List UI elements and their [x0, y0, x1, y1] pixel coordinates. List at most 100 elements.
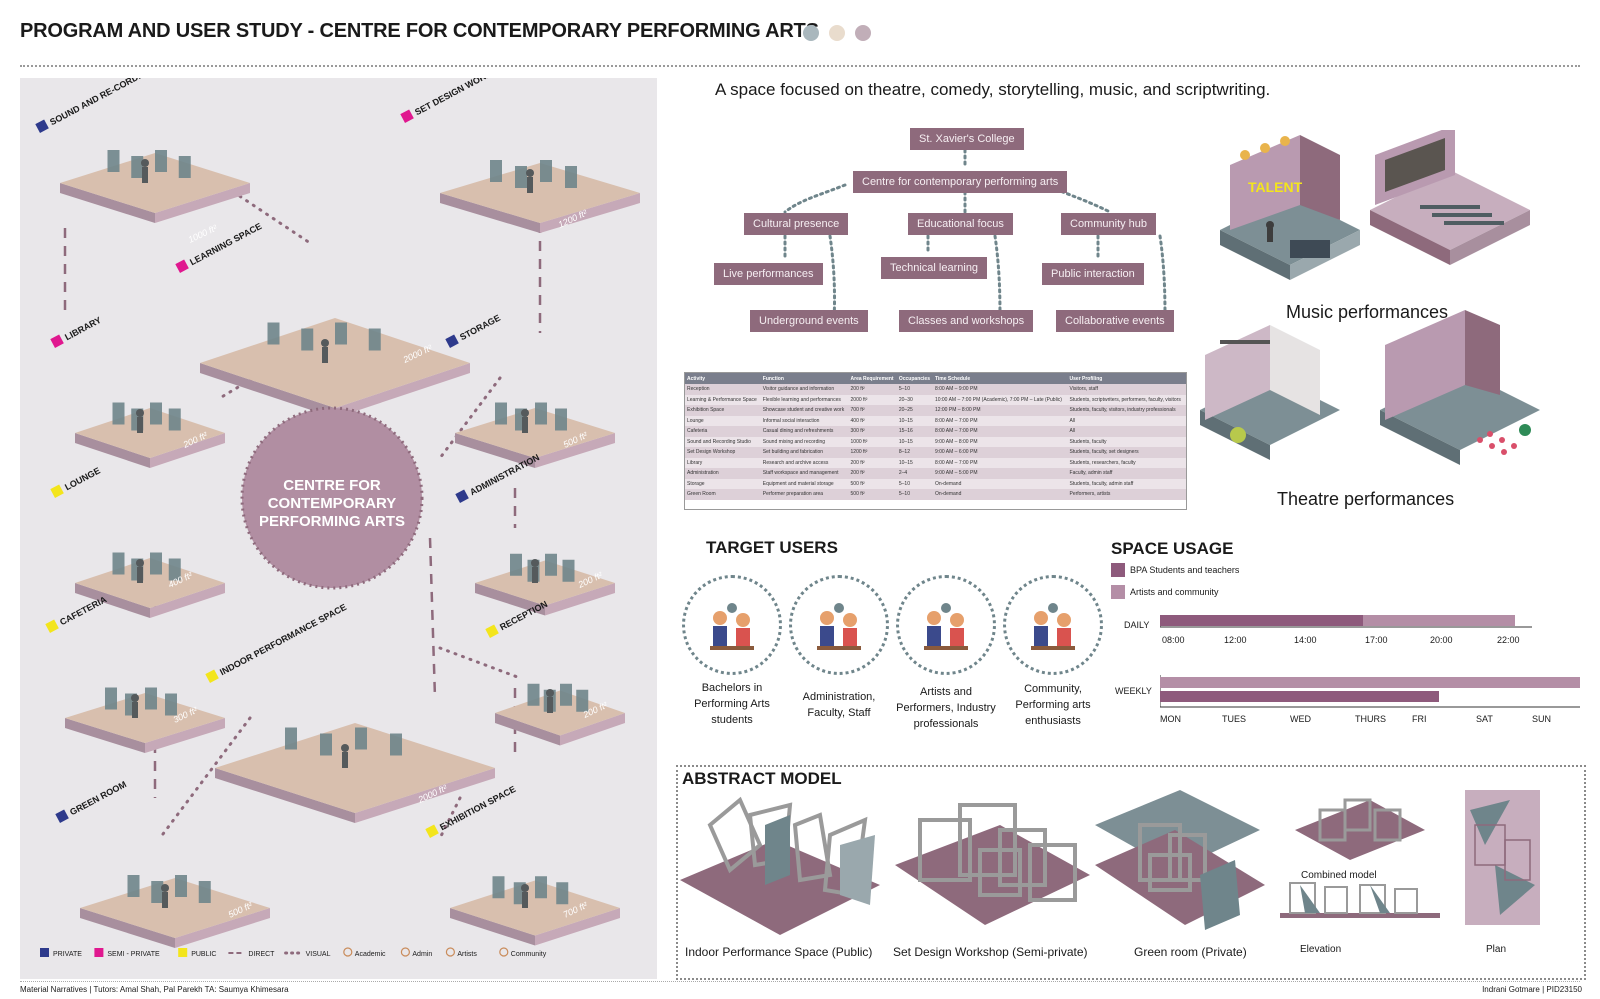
model-elevation: [1280, 882, 1440, 918]
table-cell: 8:00 AM – 7:00 PM: [932, 426, 1068, 437]
user-label-line: Community,: [1024, 683, 1082, 695]
user-label-line: Artists and: [920, 686, 972, 698]
table-header-cell: Time Schedule: [932, 373, 1068, 384]
axis-tick-label: THURS: [1355, 714, 1386, 724]
table-cell: All: [1067, 415, 1186, 426]
people-group-icon: [924, 603, 968, 650]
axis-tick-label: 20:00: [1430, 635, 1453, 645]
legend-swatch-bpa: [1111, 563, 1125, 577]
table-cell: 20–25: [896, 405, 933, 416]
table-cell: Informal social interaction: [760, 415, 849, 426]
legend-square-icon: [94, 948, 104, 957]
table-header-cell: Occupancies: [896, 373, 933, 384]
branch-cultural-presence: Cultural presence: [744, 213, 849, 235]
table-cell: Students, scriptwriters, performers, fac…: [1067, 394, 1186, 405]
table-cell: 5–10: [896, 489, 933, 500]
space-name: LIBRARY: [63, 315, 103, 342]
user-label-line: professionals: [913, 718, 979, 730]
user-illustration: [789, 575, 889, 675]
abstract-label-indoor: Indoor Performance Space (Public): [685, 945, 873, 959]
table-cell: Set Design Workshop: [685, 447, 761, 458]
axis-tick-label: SUN: [1532, 714, 1551, 724]
axis-tick-label: 14:00: [1294, 635, 1317, 645]
usage-bar-chart-daily: 08:00 12:00 14:00 17:00 20:00 22:00: [1160, 615, 1532, 645]
axis-tick-label: 17:00: [1365, 635, 1388, 645]
abstract-label-green-room: Green room (Private): [1134, 945, 1247, 959]
table-cell: Cafeteria: [685, 426, 761, 437]
branch-community-hub: Community hub: [1061, 213, 1157, 235]
legend-square-icon: [40, 948, 49, 957]
legend-label: SEMI - PRIVATE: [107, 951, 160, 958]
table-cell: 700 ft²: [848, 405, 897, 416]
legend-label: PUBLIC: [191, 951, 216, 958]
stage-sign: TALENT: [1248, 179, 1303, 195]
space-name: STORAGE: [458, 313, 502, 343]
table-cell: Flexible learning and performances: [760, 394, 849, 405]
table-cell: Equipment and material storage: [760, 478, 849, 489]
header-color-dots: [803, 25, 871, 41]
hierarchy-centre: Centre for contemporary performing arts: [853, 171, 1068, 193]
legend-label: PRIVATE: [53, 951, 82, 958]
legend-label-artists: Artists and community: [1130, 587, 1219, 597]
theatre-stage-illustration: [1200, 325, 1340, 460]
axis-tick-label: 08:00: [1162, 635, 1185, 645]
legend-label: Academic: [355, 951, 386, 958]
table-cell: 12:00 PM – 8:00 PM: [932, 405, 1068, 416]
table-cell: Administration: [685, 468, 761, 479]
table-cell: Learning & Performance Space: [685, 394, 761, 405]
centre-label-line: PERFORMING ARTS: [259, 513, 405, 530]
user-label: Administration,Faculty, Staff: [779, 689, 899, 721]
table-cell: Visitor guidance and information: [760, 384, 849, 395]
abstract-model-title: ABSTRACT MODEL: [682, 769, 842, 788]
table-cell: 9:00 AM – 5:00 PM: [932, 468, 1068, 479]
person-icon: [343, 947, 353, 957]
table-cell: 8–12: [896, 447, 933, 458]
table-cell: Showcase student and creative work: [760, 405, 849, 416]
table-cell: 200 ft²: [848, 384, 897, 395]
legend-swatch-artists: [1111, 585, 1125, 599]
user-illustration: [1003, 575, 1103, 675]
table-cell: Green Room: [685, 489, 761, 500]
table-cell: Exhibition Space: [685, 405, 761, 416]
table-cell: 10–15: [896, 457, 933, 468]
axis-tick-label: 22:00: [1497, 635, 1520, 645]
person-icon: [445, 947, 455, 957]
table-cell: 5–10: [896, 478, 933, 489]
table-cell: Staff workspace and management: [760, 468, 849, 479]
table-cell: 1200 ft²: [848, 447, 897, 458]
table-cell: Library: [685, 457, 761, 468]
branch-educational-focus: Educational focus: [908, 213, 1013, 235]
user-illustration: [682, 575, 782, 675]
table-cell: 200 ft²: [848, 468, 897, 479]
model-set-design: [895, 803, 1090, 925]
people-group-icon: [710, 603, 754, 650]
legend-label: Admin: [412, 951, 432, 958]
table-cell: 2–4: [896, 468, 933, 479]
color-dot: [803, 25, 819, 41]
music-caption: Music performances: [1286, 302, 1449, 322]
table-cell: Visitors, staff: [1067, 384, 1186, 395]
table-cell: 400 ft²: [848, 415, 897, 426]
user-illustration: [896, 575, 996, 675]
page-title: PROGRAM AND USER STUDY - CENTRE FOR CONT…: [20, 20, 819, 42]
axis-tick-label: 12:00: [1224, 635, 1247, 645]
table-cell: Faculty, admin staff: [1067, 468, 1186, 479]
axis-tick-label: SAT: [1476, 714, 1493, 724]
color-dot: [829, 25, 845, 41]
